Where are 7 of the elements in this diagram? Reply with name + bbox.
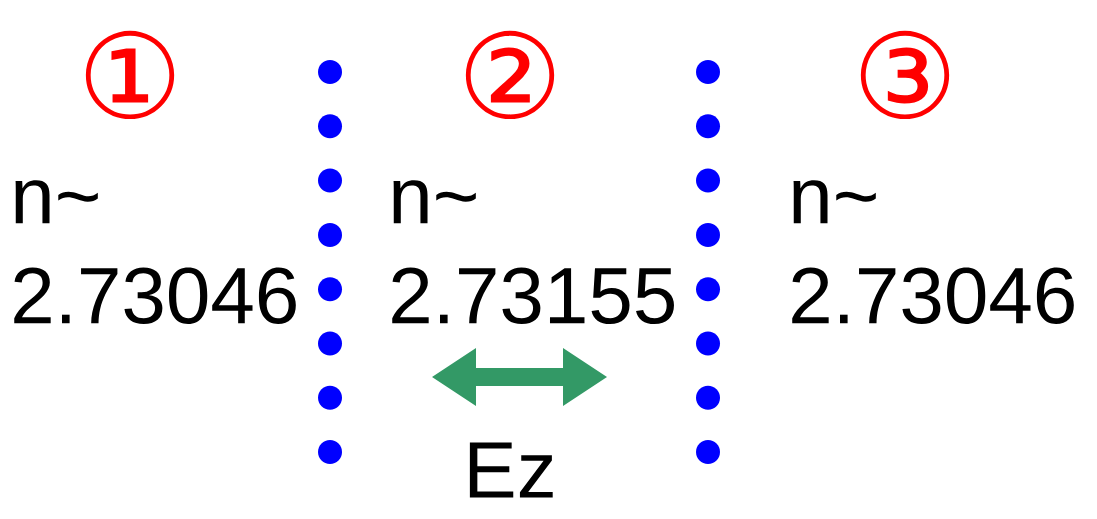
refractive-index-label: n~ 2.73155 <box>392 180 674 324</box>
circled-number: ② <box>465 30 555 120</box>
field-label: Ez <box>469 442 553 498</box>
refractive-index-label: n~ 2.73046 <box>792 180 1074 324</box>
circled-number: ③ <box>860 30 950 120</box>
circled-number: ① <box>85 30 175 120</box>
refractive-index-label: n~ 2.73046 <box>14 180 296 324</box>
